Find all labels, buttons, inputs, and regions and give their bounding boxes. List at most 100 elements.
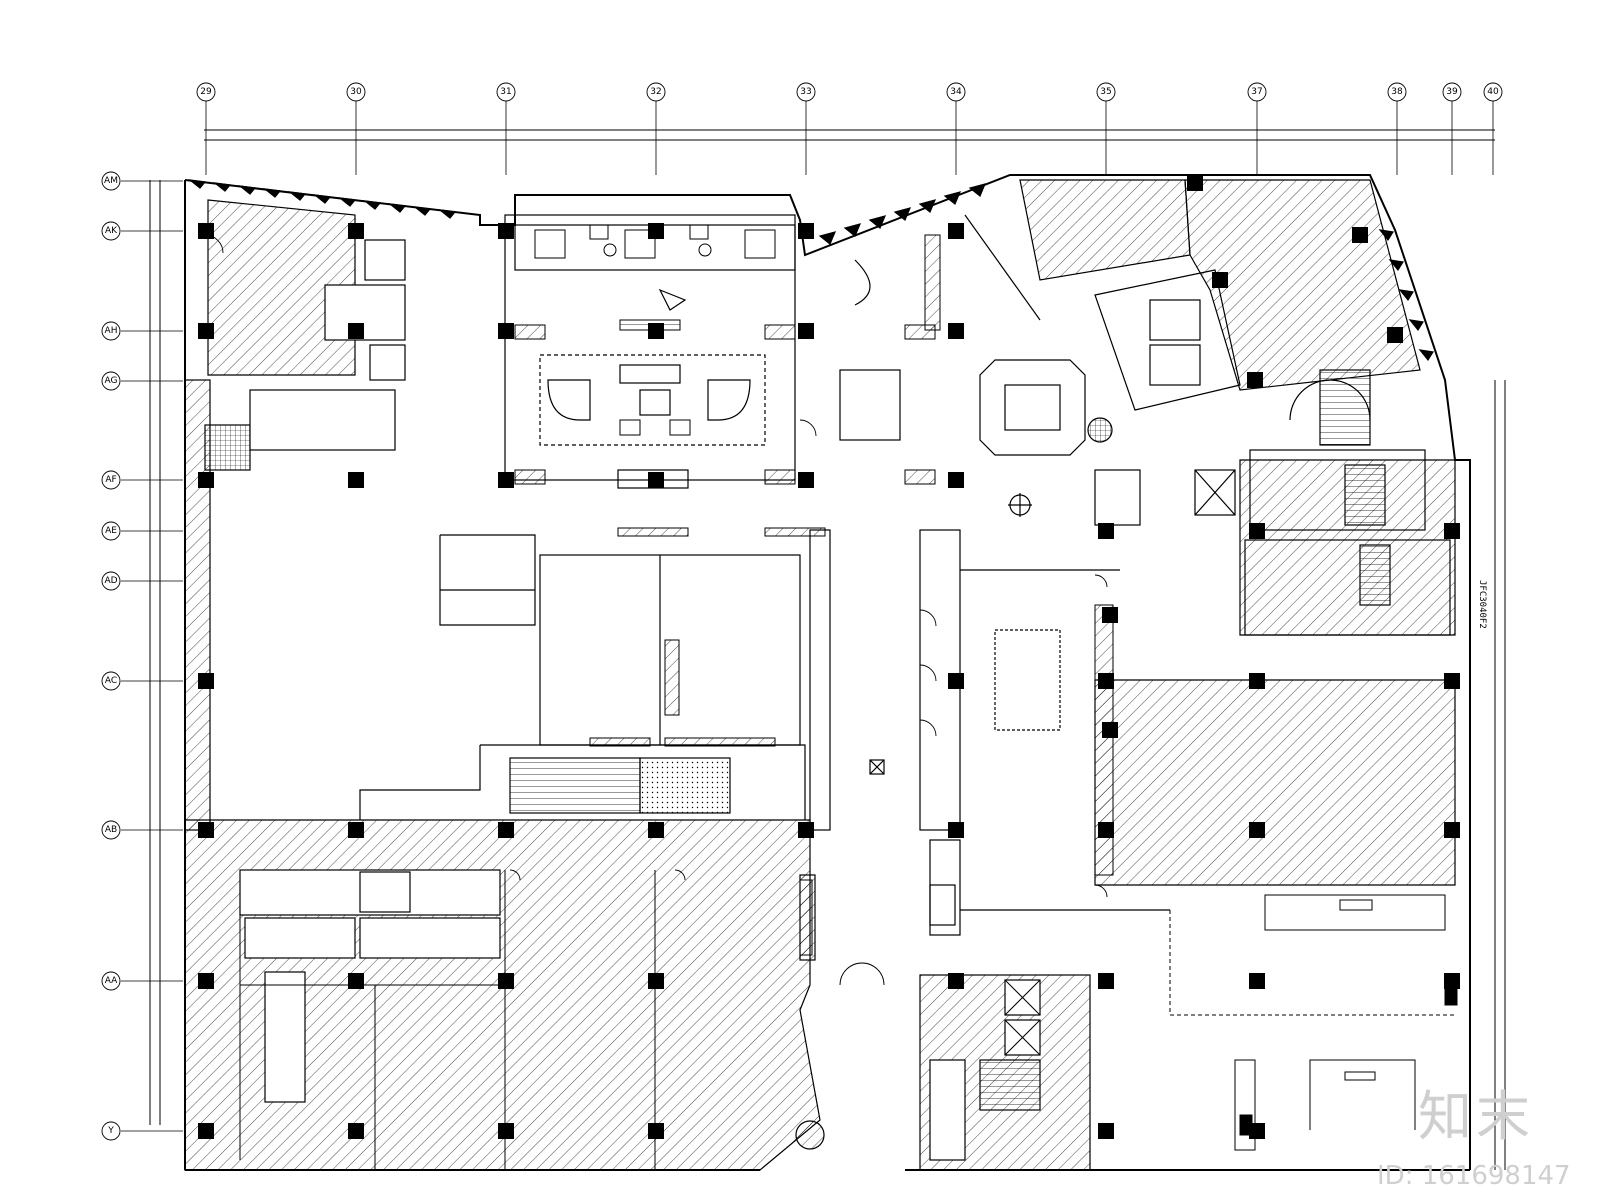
column-block [1444,822,1460,838]
column-grid-label: 30 [350,87,362,97]
meeting-room [964,214,1241,456]
column-block [498,323,514,339]
column-block [1247,372,1263,388]
column-grid-label: 34 [950,87,962,97]
column-block [198,1123,214,1139]
column-block [498,1123,514,1139]
column-block [498,973,514,989]
column-grid-label: 33 [800,87,811,97]
row-grid-bubble [101,521,121,541]
column-block [1212,272,1228,288]
column-grid-label: 29 [200,87,212,97]
right-stair-cores [1094,369,1451,636]
row-grid-bubble [101,321,121,341]
column-block [498,472,514,488]
column-grid-label: 31 [500,87,511,97]
column-block [348,472,364,488]
row-grid-bubble [101,1121,121,1141]
row-grid-label: AE [105,526,117,536]
column-block [648,472,664,488]
column-grid-label: 35 [1100,87,1111,97]
row-grid-bubble [101,221,121,241]
column-block [798,323,814,339]
column-block [1249,822,1265,838]
column-block [198,973,214,989]
column-block [948,673,964,689]
row-grid-bubble [101,470,121,490]
lower-left-room-lines [239,870,656,1170]
column-block [1187,175,1203,191]
column-block [648,223,664,239]
column-block [948,973,964,989]
row-grid-bubble [101,671,121,691]
row-grid-label: AG [105,376,118,386]
column-block [948,472,964,488]
left-dimension-lines [149,180,161,1125]
thick-walls [514,234,1114,956]
column-grid-bubble [1096,82,1116,102]
round-column [795,1120,825,1150]
column-grid-label: 32 [650,87,661,97]
column-grid-label: 39 [1446,87,1458,97]
column-grid-bubble [1247,82,1267,102]
side-tag: JFC3040F2 [1477,580,1487,629]
column-grid-bubble [1483,82,1503,102]
watermark-id: ID: 161698147 [1377,1161,1571,1191]
column-grid-bubble [196,82,216,102]
column-grid-bubble [1442,82,1462,102]
column-block [498,223,514,239]
column-block [1444,523,1460,539]
row-grid-bubble [101,371,121,391]
column-block [648,822,664,838]
row-grid-label: Y [107,1126,114,1136]
column-block [798,472,814,488]
column-block [348,1123,364,1139]
row-grid-label: AF [105,475,116,485]
column-block [498,822,514,838]
row-grid-label: AA [105,976,118,986]
column-block [198,323,214,339]
row-grid-bubble [101,971,121,991]
column-grid-bubble [646,82,666,102]
watermark-brand: 知末 [1418,1085,1534,1148]
column-block [198,472,214,488]
hatched-zones [184,179,1456,1171]
column-block [948,223,964,239]
column-block [1387,327,1403,343]
column-block [198,822,214,838]
upper-left-core [204,239,406,471]
column-grid-bubble [946,82,966,102]
lower-left-rooms [239,869,501,1103]
row-grid-label: AC [105,676,117,686]
column-block [348,223,364,239]
column-block [348,323,364,339]
column-grid-bubble [496,82,516,102]
column-block [648,1123,664,1139]
row-grid-bubble [101,171,121,191]
column-block [648,323,664,339]
column-grid-label: 38 [1391,87,1403,97]
column-block [1444,673,1460,689]
column-block [198,673,214,689]
column-block [1098,973,1114,989]
column-grid-bubble [346,82,366,102]
row-grid-bubble [101,571,121,591]
column-grid-bubble [796,82,816,102]
column-grid-label: 37 [1251,87,1262,97]
column-block [1249,673,1265,689]
row-grid-label: AM [104,176,118,186]
column-block [1098,1123,1114,1139]
central-rooms [359,493,1170,936]
column-block [648,973,664,989]
lower-right-core-lines [1004,979,1041,1056]
column-block [1249,1123,1265,1139]
column-block [1098,523,1114,539]
column-block [1249,973,1265,989]
row-grid-label: AB [105,825,117,835]
column-grid-label: 40 [1487,87,1499,97]
row-grid-label: AD [104,576,117,586]
row-grid-label: AH [105,326,118,336]
column-block [198,223,214,239]
